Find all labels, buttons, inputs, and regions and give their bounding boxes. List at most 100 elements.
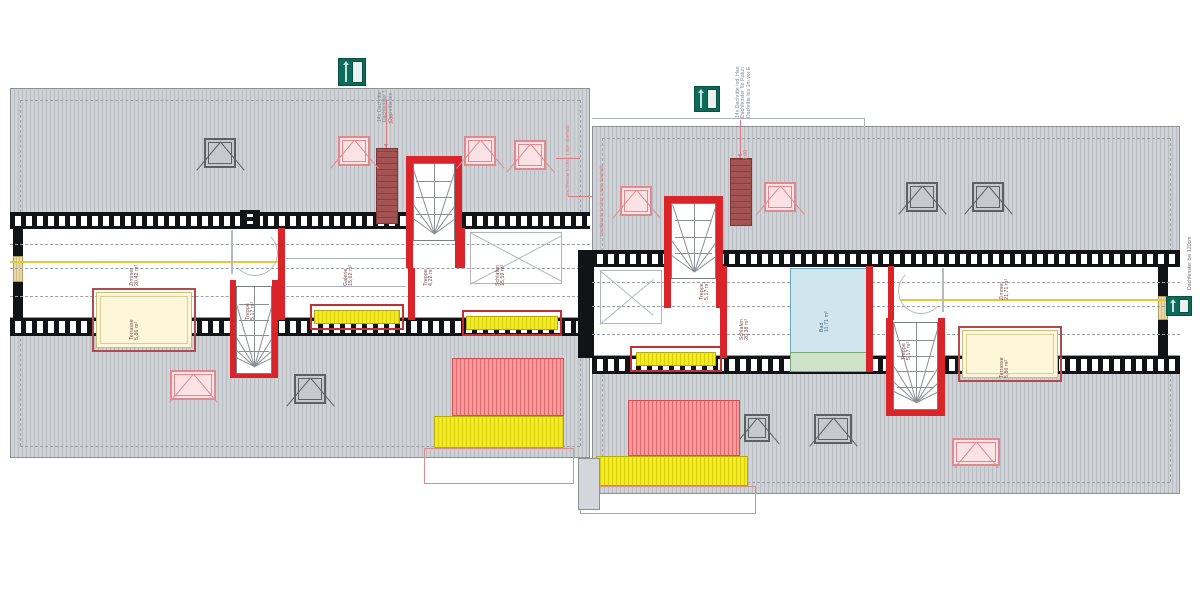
roof-window-pink-5[interactable]: [620, 186, 652, 216]
up-arrow-icon-right: [698, 89, 705, 108]
left-stair1-wall-r: [272, 280, 278, 378]
roof-window-pink-6[interactable]: [764, 182, 796, 212]
right-bad-green-strip: [790, 352, 868, 372]
left-dim-value: 1,00: [389, 113, 395, 124]
building-connector-right: [864, 118, 865, 128]
left-stair2-wall-t: [406, 156, 462, 163]
right-stair2-wall-b: [886, 410, 945, 416]
room-area: 5,86 m²: [1004, 359, 1011, 378]
left-stair1-wall-l: [230, 280, 236, 378]
left-door-leaf: [231, 230, 233, 274]
right-partition-2: [866, 266, 873, 372]
roof-window-grey-2[interactable]: [294, 374, 326, 404]
room-label-schlafen-left: Schlafen 15,59 m²: [495, 265, 507, 286]
right-partition-1: [720, 266, 727, 358]
right-band-top-rail2: [592, 264, 1180, 267]
right-end-wall-lower: [1158, 320, 1168, 358]
left-end-wall-upper: [13, 228, 23, 256]
left-roof-fold-right: [470, 232, 562, 284]
left-entry-door[interactable]: [13, 256, 23, 282]
left-roof-dash-top: [20, 100, 580, 101]
roof-window-pink-7[interactable]: [952, 438, 1000, 466]
left-stair1-wall-b: [230, 372, 278, 378]
right-dim-arrow: [738, 154, 742, 158]
roof-window-grey-3[interactable]: [906, 182, 938, 212]
roof-window-pink-2[interactable]: [464, 136, 496, 166]
left-stair2-spiral: [413, 163, 455, 241]
roof-window-pink-1[interactable]: [338, 136, 370, 166]
right-band-accent: [900, 299, 1170, 301]
room-label-treppe-right-1: Treppe 5,17 m²: [699, 281, 711, 300]
room-label-terrasse-right: Terrasse 5,86 m²: [999, 357, 1011, 378]
legend-right-text: 14x Dachritte ind. Han Dachfenster für R…: [735, 66, 752, 118]
roof-window-grey-5[interactable]: [744, 414, 770, 442]
left-sill-2-frame: [462, 310, 562, 336]
left-roof-dash-bottom: [20, 446, 580, 447]
roof-window-icon-right-edge[interactable]: [1166, 296, 1192, 316]
window-pane-icon: [1178, 299, 1189, 313]
right-roof-fold-left: [600, 270, 662, 324]
room-area: 5,86 m²: [134, 321, 141, 340]
roof-window-grey-4[interactable]: [972, 182, 1004, 212]
right-dormer-outline: [580, 486, 756, 514]
building-connector-top: [592, 118, 864, 119]
right-guide-1: [592, 282, 1180, 283]
right-stair2-wall-r: [938, 318, 945, 416]
right-stair2-wall-l: [886, 318, 893, 416]
right-guide-2: [592, 306, 1180, 307]
left-sill-2: [466, 316, 558, 330]
roof-window-pink-4[interactable]: [170, 370, 216, 400]
annotation-leader-lower: [568, 196, 592, 197]
roof-window-icon-left[interactable]: [338, 58, 366, 86]
right-terrasse-inner-line: [966, 334, 1054, 374]
right-terrasse-frame: [958, 326, 1062, 382]
right-partition-3: [888, 266, 894, 320]
left-stair1-spiral: [236, 286, 272, 374]
right-roof-dash-top: [602, 138, 1170, 139]
room-label-treppe-left-2: Treppe 4,22 m²: [423, 268, 435, 286]
left-roof-fitting: [240, 210, 260, 228]
left-door-swing: [232, 230, 278, 276]
left-dormer-outline: [424, 448, 574, 484]
room-label-zimmer-left: Zimmer 20,42 m²: [129, 265, 141, 286]
left-sill-1-frame: [310, 304, 404, 330]
roof-window-grey-1[interactable]: [204, 138, 236, 168]
right-sill-1-frame: [630, 346, 722, 372]
roof-window-pink-3[interactable]: [514, 140, 546, 170]
roof-window-grey-6[interactable]: [814, 414, 852, 444]
room-area: 5,17 m²: [704, 281, 711, 300]
left-band-bottom-rail: [10, 318, 590, 321]
room-label-terrasse-left: Terrasse 5,86 m²: [129, 319, 141, 340]
room-label-galerie-left: Galerie 15,62 m²: [343, 264, 355, 286]
left-dormer-yellow: [434, 416, 564, 448]
left-stair2-wall-l: [406, 156, 413, 268]
left-band-top-rail2: [10, 226, 590, 229]
room-area: 5,17 m²: [906, 341, 913, 360]
roof-window-icon-right[interactable]: [694, 86, 720, 112]
right-stair1-wall-t: [664, 196, 723, 203]
left-terrasse-inner-line: [100, 296, 188, 344]
right-band-top-rail: [592, 250, 1180, 254]
right-dim-leader: [740, 120, 741, 158]
right-door-leaf: [942, 268, 944, 312]
left-terrasse-room: [96, 292, 192, 348]
left-stair2-wall-r: [455, 156, 462, 268]
room-area: 20,38 m²: [744, 318, 751, 340]
legend-right-line: 14x Dachritte ind. Han Dachfenster für R…: [735, 66, 752, 118]
left-band-accent: [10, 261, 280, 263]
room-area: 21,71 m²: [1004, 278, 1011, 300]
right-roof-dash-bottom: [602, 482, 1170, 483]
room-area: 5,17 m²: [250, 301, 257, 320]
right-stair2-spiral: [893, 322, 938, 410]
left-band-bottom-rail2: [10, 333, 590, 336]
annotation-leader-upper: [556, 158, 580, 159]
right-dim-value: 1,00: [743, 149, 749, 160]
room-area: 15,62 m²: [348, 264, 355, 286]
up-arrow-icon: [1170, 299, 1177, 312]
left-guide-1: [10, 244, 590, 245]
left-end-wall-lower: [13, 282, 23, 320]
right-stair-run-top: [730, 158, 752, 226]
left-gallery-line-2: [286, 286, 406, 287]
left-roof-fitting-pane-top: [246, 213, 254, 218]
